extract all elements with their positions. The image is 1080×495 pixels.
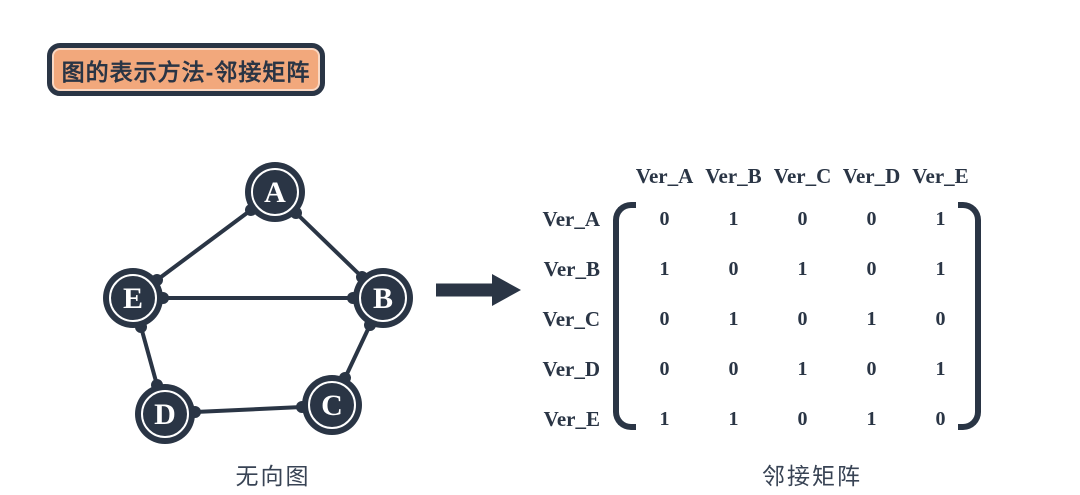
matrix-cell: 1 — [866, 407, 877, 430]
matrix-column-header: Ver_B — [705, 163, 762, 188]
matrix-cell: 1 — [659, 407, 670, 430]
matrix-column-header: Ver_D — [842, 163, 901, 188]
matrix-cell: 0 — [935, 307, 946, 330]
undirected-graph: A B C D E — [103, 162, 413, 444]
adjacency-matrix: Ver_A Ver_B Ver_C Ver_D Ver_E Ver_A 0 1 … — [530, 158, 975, 444]
matrix-column-header: Ver_C — [773, 163, 832, 188]
matrix-cell: 0 — [659, 307, 670, 330]
node-a: A — [245, 162, 305, 222]
title-badge: 图的表示方法-邻接矩阵 — [47, 43, 325, 96]
matrix-cell: 0 — [659, 357, 670, 380]
matrix-cell: 0 — [797, 307, 808, 330]
right-arrow-icon — [436, 274, 521, 306]
edge-c-b — [343, 324, 372, 379]
matrix-cell: 1 — [728, 407, 739, 430]
caption-undirected-graph: 无向图 — [235, 464, 311, 489]
matrix-cell: 0 — [866, 257, 877, 280]
node-a-label: A — [264, 176, 286, 209]
matrix-row-label: Ver_B — [543, 256, 600, 281]
matrix-column-header: Ver_A — [635, 163, 694, 188]
matrix-row-label: Ver_E — [543, 406, 600, 431]
matrix-cell: 1 — [935, 257, 946, 280]
matrix-cell: 0 — [866, 357, 877, 380]
node-e: E — [103, 268, 163, 328]
graph-edges — [139, 208, 372, 414]
page-title: 图的表示方法-邻接矩阵 — [61, 58, 311, 85]
edge-a-b — [294, 211, 364, 279]
matrix-cell: 0 — [728, 257, 739, 280]
arrow-shape — [436, 274, 521, 306]
matrix-cell: 0 — [797, 207, 808, 230]
matrix-cell: 0 — [866, 207, 877, 230]
node-c-label: C — [321, 389, 343, 422]
caption-adjacency-matrix: 邻接矩阵 — [762, 464, 862, 489]
node-d: D — [135, 384, 195, 444]
node-e-label: E — [123, 282, 143, 315]
edge-a-e — [155, 208, 253, 282]
matrix-cell: 0 — [728, 357, 739, 380]
matrix-cell: 1 — [935, 207, 946, 230]
node-b: B — [353, 268, 413, 328]
matrix-cell: 1 — [797, 257, 808, 280]
matrix-bracket-right — [958, 202, 981, 430]
node-b-label: B — [373, 282, 393, 315]
matrix-cell: 0 — [659, 207, 670, 230]
matrix-cell: 1 — [935, 357, 946, 380]
edge-d-c — [194, 405, 303, 414]
matrix-corner — [530, 158, 630, 194]
matrix-cell: 1 — [866, 307, 877, 330]
node-d-label: D — [154, 398, 176, 431]
matrix-cell: 1 — [728, 307, 739, 330]
matrix-cell: 1 — [659, 257, 670, 280]
edge-e-d — [139, 326, 159, 386]
matrix-column-header: Ver_E — [912, 163, 969, 188]
matrix-row-label: Ver_A — [542, 206, 600, 231]
node-c: C — [302, 375, 362, 435]
matrix-cell: 1 — [797, 357, 808, 380]
matrix-cell: 1 — [728, 207, 739, 230]
matrix-cell: 0 — [935, 407, 946, 430]
matrix-cell: 0 — [797, 407, 808, 430]
matrix-bracket-left — [613, 202, 636, 430]
matrix-row-label: Ver_D — [542, 356, 600, 381]
matrix-row-label: Ver_C — [542, 306, 600, 331]
